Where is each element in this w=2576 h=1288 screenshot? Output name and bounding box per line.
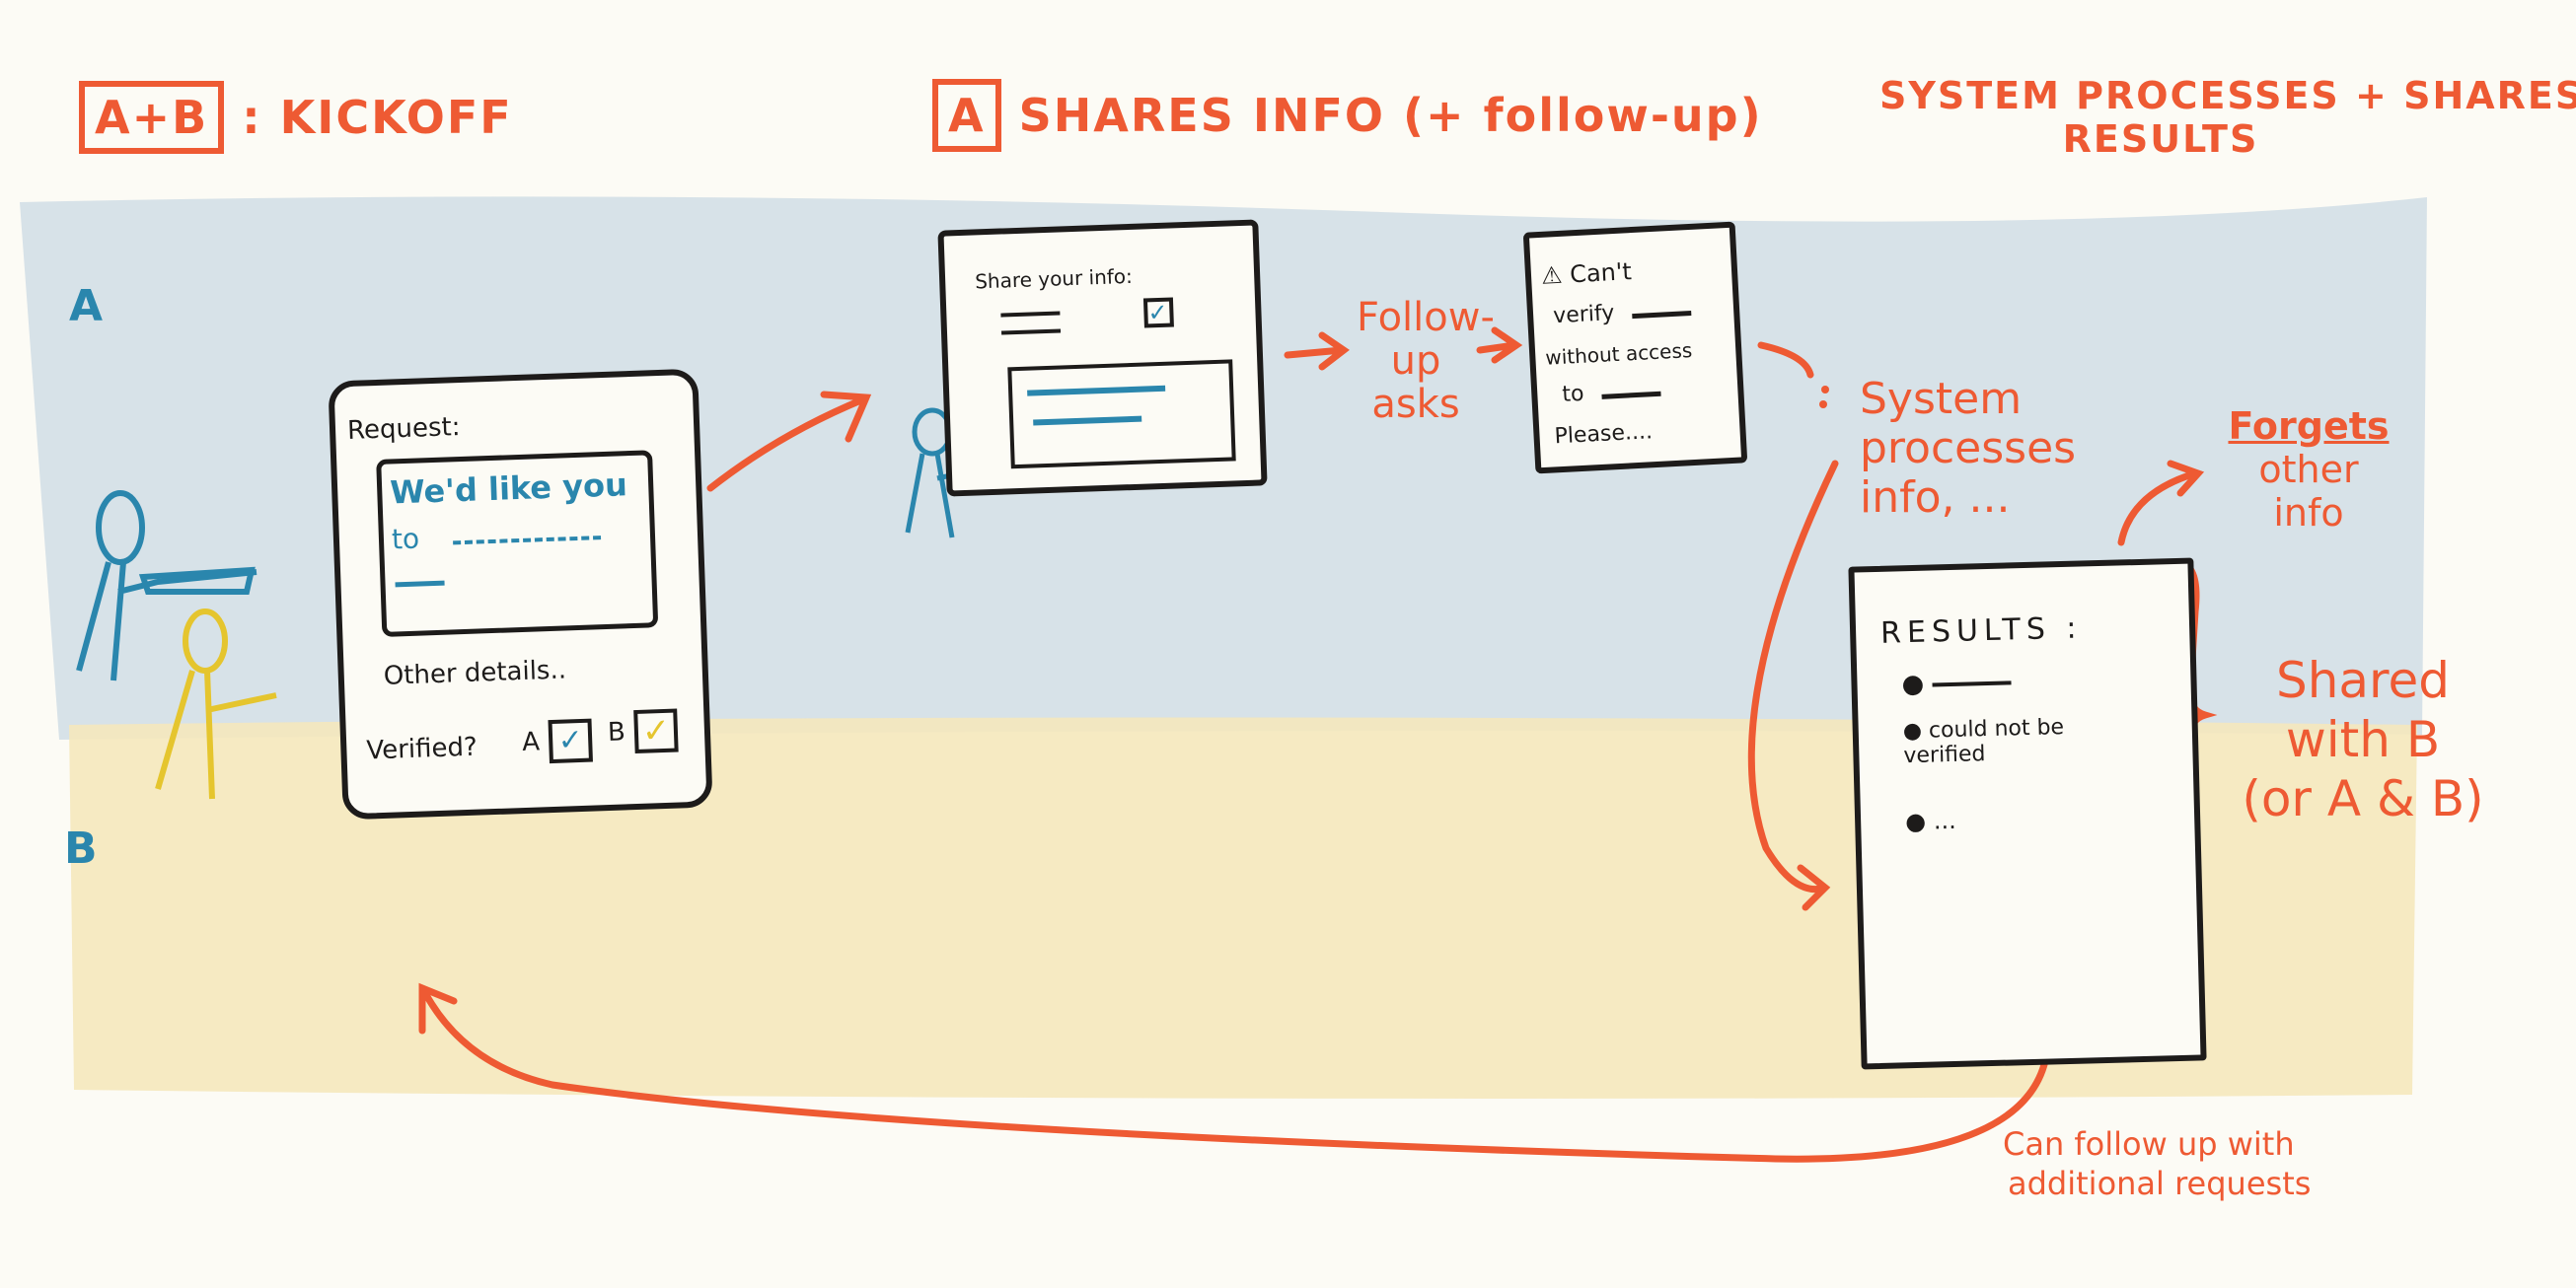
arrow-request-to-share	[706, 391, 872, 492]
lane-b-label: B	[64, 823, 98, 874]
shared-line2: with B	[2285, 711, 2441, 768]
warning-line5: Please....	[1553, 419, 1654, 450]
warning-icon: ⚠	[1540, 260, 1564, 290]
verified-label: Verified?	[365, 732, 478, 766]
share-title: SHARES INFO (+ follow-up)	[1018, 89, 1763, 142]
other-details: Other details..	[383, 655, 567, 691]
forgets-note: Forgets other info	[2225, 404, 2392, 535]
results-item-2-text: could not be verified	[1903, 715, 2065, 769]
request-textbox[interactable]: We'd like you to	[376, 450, 659, 637]
followup-line2: up	[1390, 338, 1441, 384]
scribble-line	[1601, 391, 1661, 399]
system-heading-line2: RESULTS	[2062, 117, 2259, 161]
person-b-icon	[155, 608, 277, 800]
verified-b-checkbox[interactable]: ✓	[633, 708, 679, 754]
system-processes-note: System processes info, ...	[1860, 375, 2076, 523]
share-checkbox[interactable]: ✓	[1142, 297, 1174, 328]
kickoff-heading: A+B : KICKOFF	[79, 81, 513, 154]
scribble-line	[1033, 415, 1142, 426]
cant-verify-card: ⚠ Can't verify without access to Please.…	[1522, 221, 1748, 474]
followup-line3: asks	[1371, 382, 1460, 427]
shared-line1: Shared	[2275, 652, 2451, 709]
warning-text1: Can't	[1569, 257, 1633, 289]
results-item-1: ●	[1901, 667, 2012, 699]
followup-line1: Follow-	[1357, 295, 1495, 340]
system-note-line1: System	[1860, 374, 2023, 424]
shared-line3: (or A & B)	[2242, 770, 2484, 827]
share-heading: A SHARES INFO (+ follow-up)	[932, 79, 1763, 152]
arrow-to-forgets	[2117, 460, 2205, 546]
arrow-followup-to-warning	[1476, 326, 1523, 364]
warning-line4: to	[1561, 381, 1585, 407]
results-title: RESULTS :	[1879, 610, 2083, 651]
share-tag: A	[932, 79, 1001, 152]
verified-a-label: A	[521, 727, 541, 758]
followup-bottom-line1: Can follow up with	[2003, 1125, 2295, 1163]
verified-b-label: B	[607, 717, 626, 748]
person-a-icon	[76, 490, 258, 681]
scribble-line	[453, 536, 602, 545]
results-item-3-text: ...	[1933, 806, 1956, 835]
share-textbox[interactable]	[1007, 359, 1236, 469]
followup-bottom-line2: additional requests	[2008, 1165, 2312, 1202]
request-body: We'd like you	[389, 465, 628, 512]
followup-asks-note: Follow- up asks	[1357, 295, 1495, 427]
results-item-3: ● ...	[1904, 806, 1956, 836]
share-label: Share your info:	[974, 263, 1134, 294]
lane-b-band	[69, 717, 2417, 1099]
verified-a-checkbox[interactable]: ✓	[548, 718, 593, 764]
scribble-line	[1632, 310, 1692, 320]
scribble-line	[1932, 680, 2012, 686]
lane-a-label: A	[69, 281, 104, 331]
forgets-line1: Forgets	[2228, 404, 2390, 448]
request-card: Request: We'd like you to Other details.…	[328, 368, 713, 821]
followup-bottom-note: Can follow up with additional requests	[2003, 1124, 2311, 1203]
scribble-line	[395, 580, 445, 588]
request-label: Request:	[346, 412, 461, 447]
arrow-warning-to-system	[1757, 341, 1814, 379]
results-item-2: ● could not be verified	[1902, 715, 2065, 769]
system-note-line2: processes	[1860, 423, 2077, 473]
scribble-line	[1027, 385, 1166, 396]
arrow-system-to-results	[1747, 460, 1839, 911]
warning-line2: verify	[1552, 301, 1615, 329]
share-info-card: Share your info: ✓	[937, 219, 1268, 497]
system-note-line3: info, ...	[1860, 472, 2011, 523]
scribble-line	[1000, 311, 1061, 318]
arrow-share-to-followup	[1284, 331, 1350, 371]
request-body-2: to	[391, 522, 420, 556]
kickoff-title: : KICKOFF	[242, 91, 513, 144]
scribble-line	[1000, 328, 1062, 335]
forgets-line2: other	[2258, 448, 2359, 491]
warning-line3: without access	[1544, 338, 1693, 370]
arrow-loop-back	[418, 982, 2051, 1163]
shared-note: Shared with B (or A & B)	[2230, 651, 2496, 828]
forgets-line3: info	[2273, 491, 2344, 535]
results-card: RESULTS : ● ● could not be verified ● ..…	[1848, 557, 2207, 1070]
kickoff-tag: A+B	[79, 81, 225, 154]
warning-line1: ⚠ Can't	[1540, 257, 1632, 290]
